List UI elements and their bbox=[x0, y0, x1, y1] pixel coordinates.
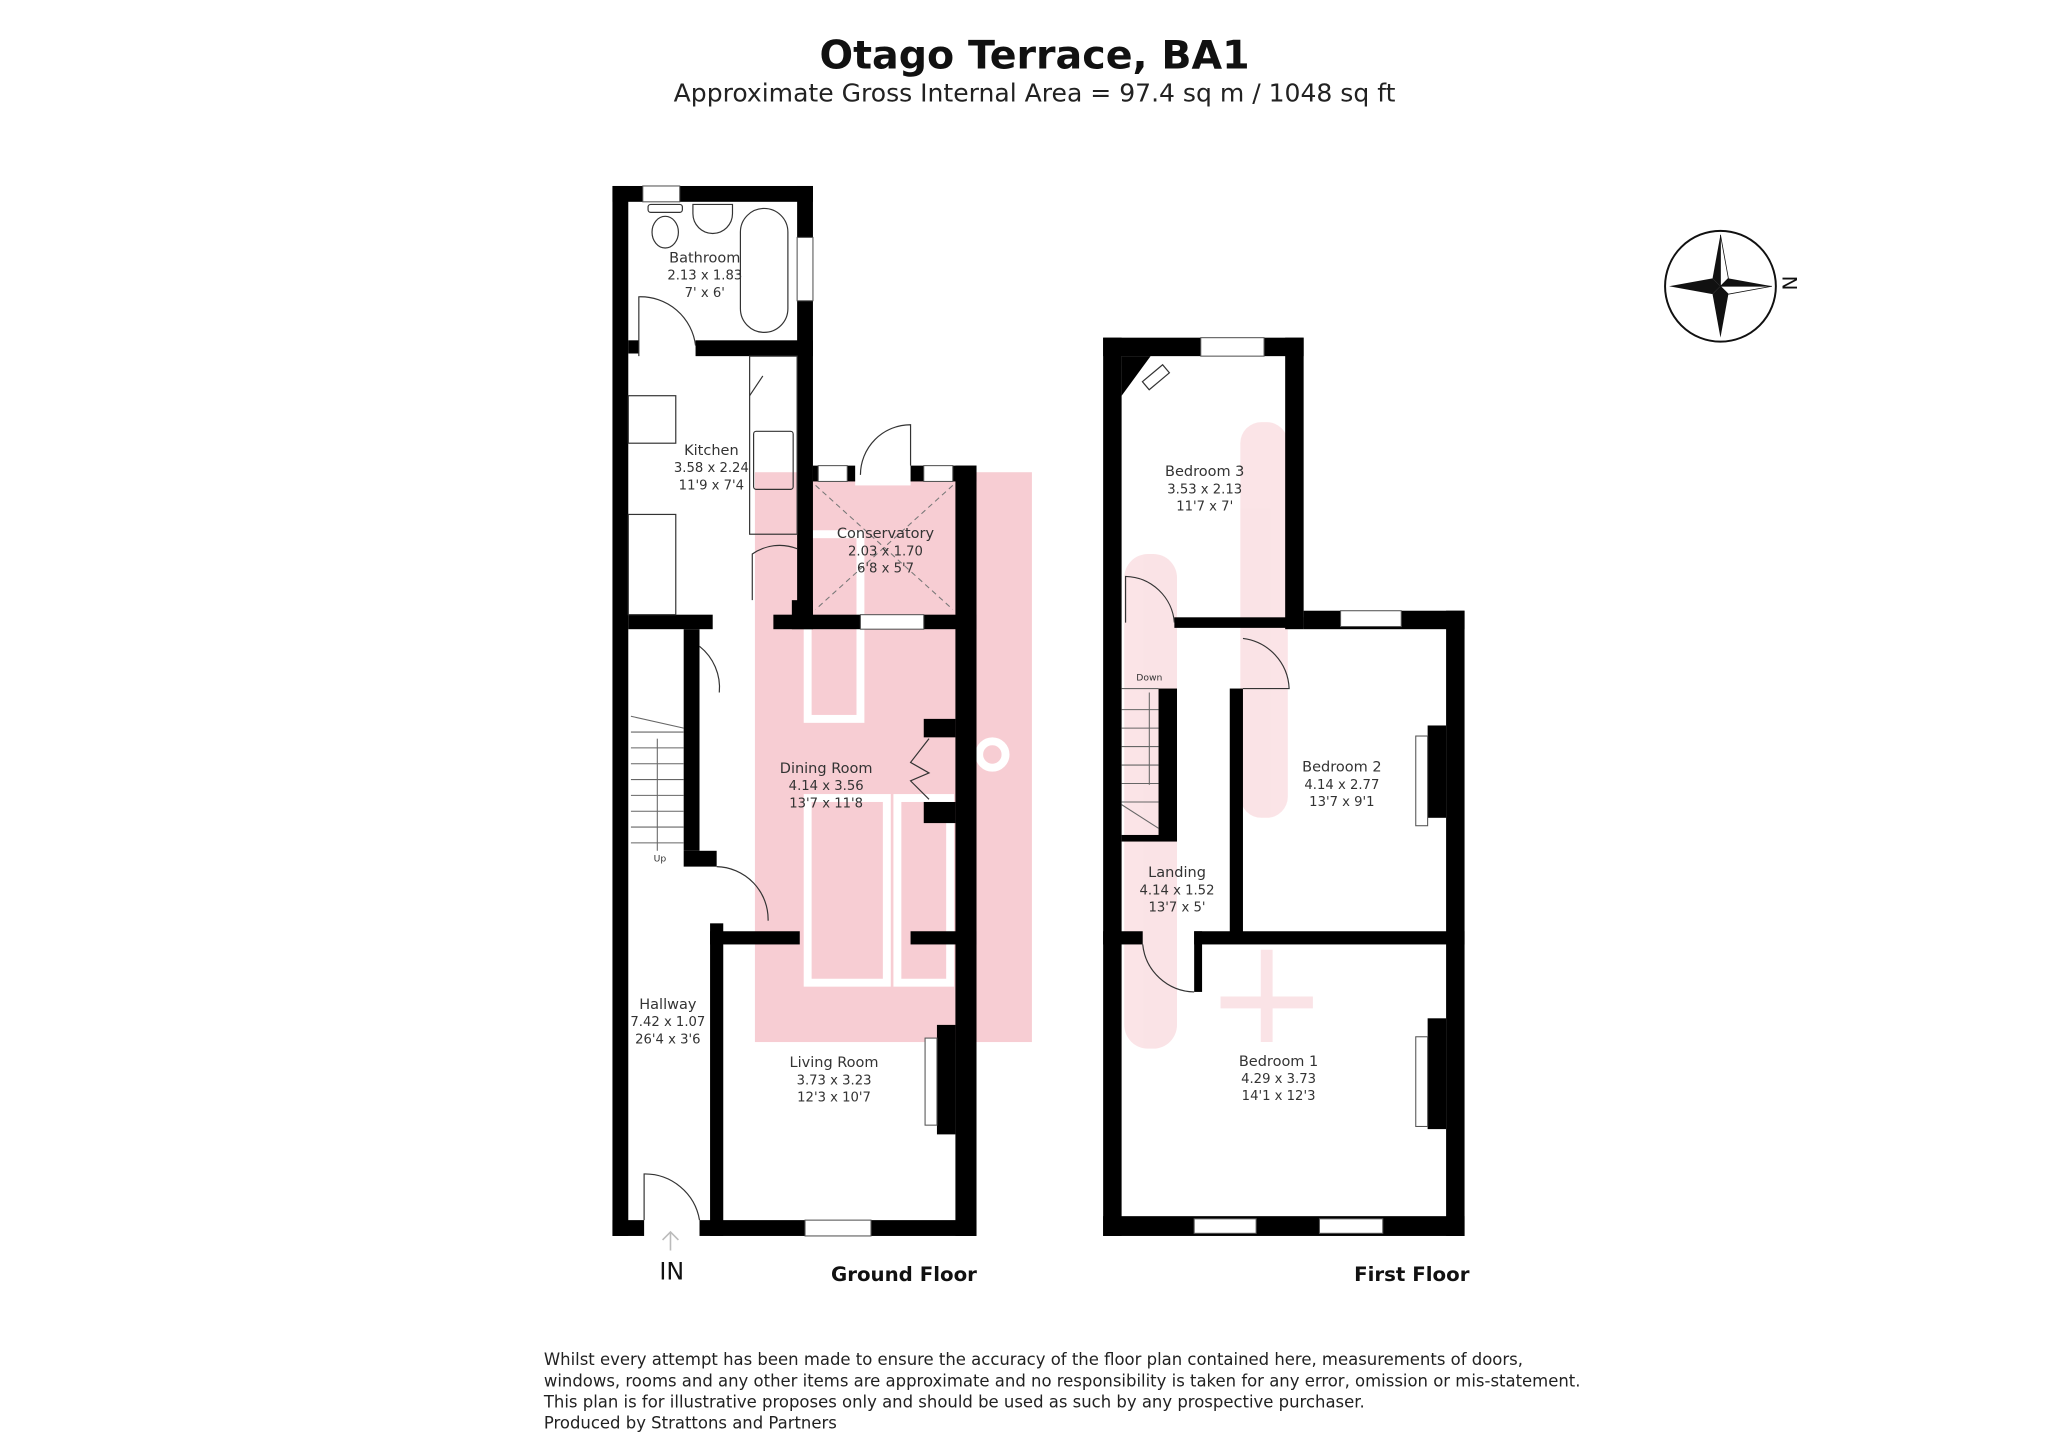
compass-north-label: N bbox=[1777, 276, 1800, 291]
svg-text:2.03 x 1.70: 2.03 x 1.70 bbox=[848, 544, 923, 559]
ground-floor-plan: Up bbox=[612, 185, 977, 1237]
svg-text:Bathroom: Bathroom bbox=[669, 250, 740, 266]
entrance-arrow-icon bbox=[662, 1230, 679, 1251]
page-subtitle: Approximate Gross Internal Area = 97.4 s… bbox=[674, 79, 1396, 108]
ground-floor-label: Ground Floor bbox=[831, 1263, 977, 1286]
svg-text:Conservatory: Conservatory bbox=[837, 526, 935, 542]
entrance-label: IN bbox=[659, 1257, 684, 1285]
room-label-bathroom: Bathroom 2.13 x 1.83 7' x 6' bbox=[667, 250, 742, 300]
svg-text:13'7 x 5': 13'7 x 5' bbox=[1149, 900, 1206, 915]
svg-text:3.58 x 2.24: 3.58 x 2.24 bbox=[674, 461, 749, 476]
svg-text:Living Room: Living Room bbox=[790, 1055, 879, 1071]
svg-text:4.14 x 2.77: 4.14 x 2.77 bbox=[1304, 778, 1379, 793]
room-label-bedroom-1: Bedroom 1 4.29 x 3.73 14'1 x 12'3 bbox=[1239, 1054, 1318, 1104]
svg-text:This plan is for illustrative: This plan is for illustrative proposes o… bbox=[543, 1392, 1365, 1411]
watermark-lettering-logo bbox=[1124, 422, 1313, 1049]
svg-text:Kitchen: Kitchen bbox=[684, 443, 739, 459]
svg-text:Bedroom 1: Bedroom 1 bbox=[1239, 1054, 1318, 1070]
svg-text:Landing: Landing bbox=[1148, 865, 1206, 881]
room-label-conservatory: Conservatory 2.03 x 1.70 6'8 x 5'7 bbox=[837, 526, 935, 576]
svg-text:11'7 x 7': 11'7 x 7' bbox=[1176, 499, 1233, 514]
room-label-kitchen: Kitchen 3.58 x 2.24 11'9 x 7'4 bbox=[674, 443, 749, 493]
stairs-down-label: Down bbox=[1136, 673, 1162, 684]
room-label-bedroom-2: Bedroom 2 4.14 x 2.77 13'7 x 9'1 bbox=[1302, 760, 1381, 810]
svg-text:4.14 x 1.52: 4.14 x 1.52 bbox=[1140, 883, 1215, 898]
svg-text:Produced by Strattons and Part: Produced by Strattons and Partners bbox=[544, 1414, 837, 1433]
svg-text:3.73 x 3.23: 3.73 x 3.23 bbox=[797, 1073, 872, 1088]
svg-text:windows, rooms and any other i: windows, rooms and any other items are a… bbox=[544, 1371, 1581, 1390]
page-title: Otago Terrace, BA1 bbox=[819, 33, 1249, 79]
svg-text:2.13 x 1.83: 2.13 x 1.83 bbox=[667, 269, 742, 284]
svg-text:Dining Room: Dining Room bbox=[780, 761, 873, 777]
svg-text:7.42 x 1.07: 7.42 x 1.07 bbox=[630, 1015, 705, 1030]
svg-text:26'4 x 3'6: 26'4 x 3'6 bbox=[635, 1032, 700, 1047]
disclaimer: Whilst every attempt has been made to en… bbox=[543, 1350, 1581, 1432]
compass-rose-icon bbox=[1664, 229, 1777, 343]
svg-text:Whilst every attempt has been: Whilst every attempt has been made to en… bbox=[544, 1350, 1523, 1369]
room-label-living-room: Living Room 3.73 x 3.23 12'3 x 10'7 bbox=[790, 1055, 879, 1105]
first-floor-plan: Down bbox=[1103, 337, 1465, 1236]
room-label-dining-room: Dining Room 4.14 x 3.56 13'7 x 11'8 bbox=[780, 761, 873, 811]
svg-text:4.29 x 3.73: 4.29 x 3.73 bbox=[1241, 1072, 1316, 1087]
svg-text:13'7 x 11'8: 13'7 x 11'8 bbox=[789, 796, 863, 811]
svg-text:3.53 x 2.13: 3.53 x 2.13 bbox=[1167, 482, 1242, 497]
svg-text:7' x 6': 7' x 6' bbox=[685, 286, 725, 301]
svg-text:12'3 x 10'7: 12'3 x 10'7 bbox=[797, 1090, 871, 1105]
stairs-up-label: Up bbox=[654, 853, 667, 864]
room-label-landing: Landing 4.14 x 1.52 13'7 x 5' bbox=[1140, 865, 1215, 915]
svg-text:4.14 x 3.56: 4.14 x 3.56 bbox=[789, 779, 864, 794]
svg-text:11'9 x 7'4: 11'9 x 7'4 bbox=[679, 478, 744, 493]
svg-text:Bedroom 2: Bedroom 2 bbox=[1302, 760, 1381, 776]
room-label-bedroom-3: Bedroom 3 3.53 x 2.13 11'7 x 7' bbox=[1165, 464, 1244, 514]
svg-text:Bedroom 3: Bedroom 3 bbox=[1165, 464, 1244, 480]
svg-text:13'7 x 9'1: 13'7 x 9'1 bbox=[1309, 795, 1374, 810]
svg-text:6'8 x 5'7: 6'8 x 5'7 bbox=[857, 561, 914, 576]
svg-text:14'1 x 12'3: 14'1 x 12'3 bbox=[1242, 1089, 1316, 1104]
first-floor-label: First Floor bbox=[1354, 1263, 1470, 1286]
svg-text:Hallway: Hallway bbox=[639, 997, 697, 1013]
room-label-hallway: Hallway 7.42 x 1.07 26'4 x 3'6 bbox=[630, 997, 705, 1047]
